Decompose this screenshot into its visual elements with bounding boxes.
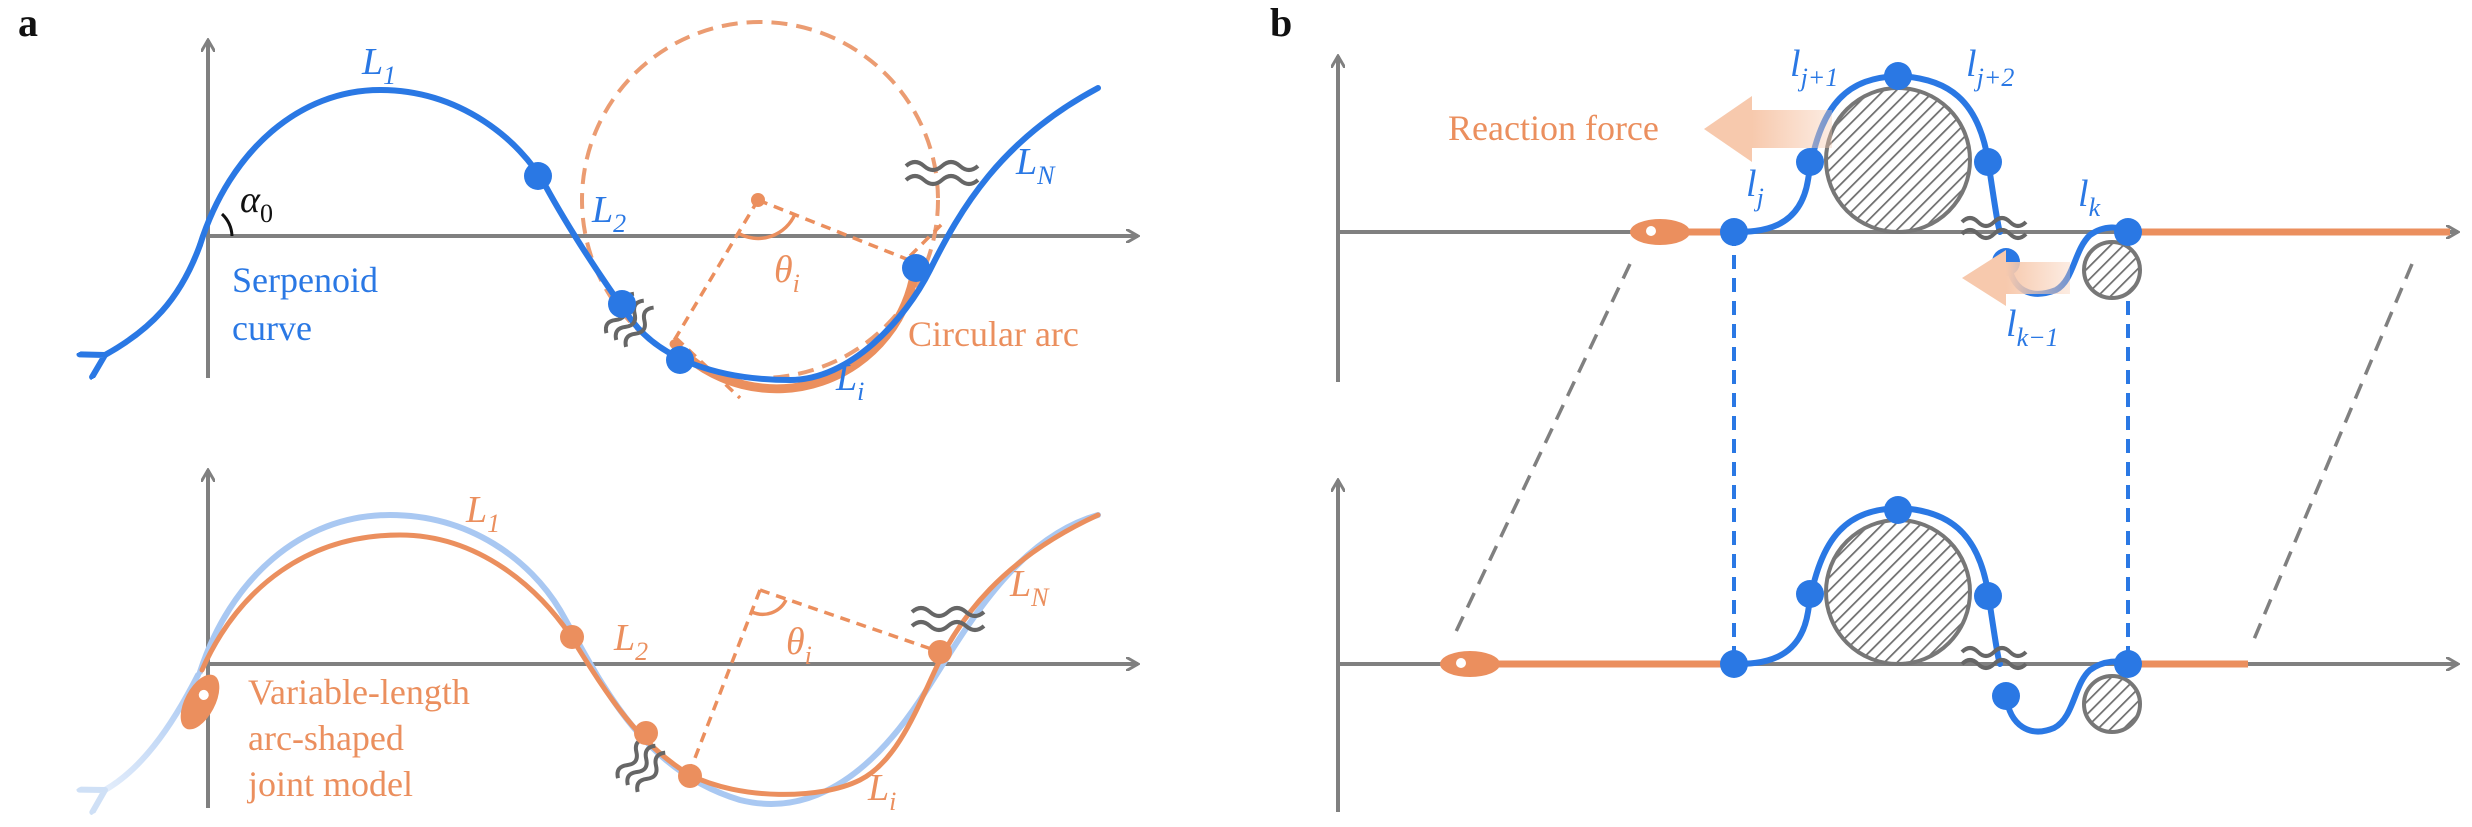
serpenoid-label-line1: Serpenoid (232, 260, 378, 300)
panel-a-top-axes (208, 40, 1138, 378)
reaction-force-label: Reaction force (1448, 108, 1659, 148)
serpenoid-curve-top (197, 85, 1101, 384)
wavy-break-icon (1960, 646, 2028, 670)
hatched-obstacle-icon (1824, 86, 1972, 234)
hatched-obstacle-icon (2082, 240, 2142, 300)
label-lj1: lj+1 (1790, 43, 1838, 92)
wavy-break-icon (1960, 216, 2028, 240)
label-theta-top: θi (774, 249, 800, 298)
label-lk-1: lk−1 (2006, 303, 2059, 352)
label-theta-bottom: θi (786, 621, 812, 670)
panel-b-letter: b (1270, 0, 1292, 45)
panel-a-bottom-axes (208, 470, 1138, 808)
joints-top (524, 162, 930, 374)
serpenoid-label-line2: curve (232, 308, 312, 348)
wavy-break-icon (910, 606, 986, 632)
label-L2-top: L2 (591, 189, 626, 238)
label-L1-top: L1 (361, 41, 396, 90)
reference-tail (105, 672, 201, 790)
hatched-obstacle-icon (2082, 674, 2142, 734)
label-lk: lk (2078, 173, 2101, 222)
wavy-break-icon (615, 736, 666, 793)
serpenoid-reference-bottom (197, 511, 1101, 807)
snake-wrap-bottom-2 (2003, 658, 2131, 735)
joints-b-bottom (1720, 496, 2142, 710)
label-lj2: lj+2 (1966, 43, 2014, 92)
force-arrow-icon (1962, 250, 2070, 306)
serpenoid-tail (105, 242, 203, 355)
snake-head-icon (1630, 219, 1690, 245)
model-label-line2: arc-shaped (248, 718, 404, 758)
snake-head-icon (1440, 651, 1500, 677)
label-Li-top: Li (835, 357, 864, 406)
wavy-break-icon (904, 160, 980, 186)
snake-head-icon (180, 674, 220, 730)
model-label-line1: Variable-length (248, 672, 470, 712)
label-LN-top: LN (1015, 141, 1056, 190)
label-LN-bottom: LN (1009, 563, 1050, 612)
theta-construction-top (669, 193, 948, 400)
label-lj: lj (1746, 163, 1764, 212)
label-alpha0: α0 (240, 179, 273, 228)
label-L2-bottom: L2 (613, 617, 648, 666)
hatched-obstacle-icon (1824, 518, 1972, 666)
label-L1-bottom: L1 (465, 489, 500, 538)
force-arrow-icon (1704, 96, 1832, 162)
circular-arc-label: Circular arc (908, 314, 1079, 354)
model-label-line3: joint model (246, 764, 413, 804)
label-Li-bottom: Li (867, 767, 896, 816)
joints-bottom (560, 625, 952, 788)
panel-a-letter: a (18, 0, 38, 45)
projection-lines (1450, 232, 2414, 664)
theta-construction-bottom (686, 588, 941, 777)
